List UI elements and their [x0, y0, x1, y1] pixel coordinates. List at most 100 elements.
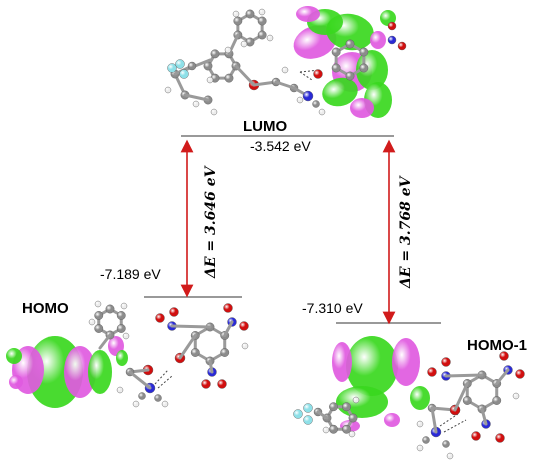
carbon-atom [329, 402, 338, 412]
hydrogen-atom [161, 400, 169, 408]
fluorine-atom [293, 409, 303, 419]
lumo-molecule [164, 6, 407, 118]
homo1-energy: -7.310 eV [302, 300, 363, 316]
bond [178, 334, 197, 360]
orbital-lobe-magenta [350, 98, 374, 118]
carbon-atom [187, 61, 197, 71]
bond [444, 373, 484, 378]
bond [274, 80, 296, 90]
bond [98, 333, 112, 350]
fluorine-atom [179, 69, 189, 79]
oxygen-atom [471, 431, 481, 441]
hydrogen-atom [132, 400, 140, 408]
bond [170, 324, 212, 329]
carbon-atom [359, 47, 369, 57]
hydrogen-atom [352, 396, 360, 404]
orbital-lobe-green [346, 336, 398, 396]
oxygen-atom [155, 313, 165, 323]
hydrogen-atom [296, 96, 304, 104]
carbon-atom [345, 39, 355, 49]
oxygen-atom [169, 307, 179, 317]
bond [223, 320, 234, 337]
bond [316, 410, 329, 420]
carbon-atom [342, 402, 351, 412]
orbital-lobe-magenta [296, 6, 320, 22]
hydrogen-atom [164, 86, 172, 94]
fluorine-atom [303, 403, 313, 413]
hydrogen-atom [281, 66, 289, 74]
orbital-lobe-magenta [64, 346, 96, 398]
carbon-atom [210, 49, 220, 59]
fluorine-atom [175, 59, 185, 69]
nitrogen-atom [302, 90, 314, 102]
hydrogen-atom [232, 10, 240, 18]
carbon-atom [116, 324, 126, 333]
oxygen-atom [495, 433, 505, 443]
homo-energy: -7.189 eV [100, 266, 161, 282]
nitrogen-atom [387, 35, 397, 45]
hydrogen-atom [206, 76, 214, 84]
h-bond [299, 71, 313, 81]
oxygen-atom [397, 41, 407, 51]
lumo-energy: -3.542 eV [250, 138, 311, 154]
hydrogen-atom [122, 332, 130, 340]
oxygen-atom [499, 351, 509, 361]
bond [183, 93, 210, 102]
carbon-atom [462, 396, 472, 405]
bond [430, 406, 438, 434]
bond [453, 382, 469, 412]
orbital-lobe-magenta [370, 31, 386, 49]
hydrogen-atom [240, 40, 248, 48]
oxygen-atom [387, 21, 397, 31]
homo-molecule [6, 300, 249, 408]
carbon-atom [190, 348, 200, 357]
hydrogen-atom [116, 386, 124, 394]
hydrogen-atom [348, 430, 356, 438]
homo1-molecule [293, 336, 525, 460]
carbon-atom [138, 392, 146, 400]
hydrogen-atom [210, 108, 218, 116]
orbital-lobe-magenta [384, 413, 400, 427]
bond [128, 370, 152, 390]
orbital-lobe-magenta [332, 342, 352, 382]
hydrogen-atom [241, 342, 249, 350]
carbon-atom [154, 394, 162, 402]
hydrogen-atom [192, 100, 200, 108]
carbon-atom [359, 63, 369, 73]
orbital-lobe-green [6, 348, 22, 364]
oxygen-atom [427, 367, 437, 377]
fluorine-atom [303, 415, 313, 425]
orbital-lobe-green [116, 350, 128, 366]
oxygen-atom [223, 303, 233, 313]
oxygen-atom [441, 357, 451, 367]
h-bond [154, 369, 169, 385]
hydrogen-atom [416, 444, 424, 452]
carbon-atom [257, 30, 267, 40]
orbital-lobe-green [410, 386, 430, 410]
gap-left-label: ΔE = 3.646 eV [203, 166, 219, 279]
carbon-atom [94, 324, 104, 333]
oxygen-atom [201, 379, 211, 389]
h-bond [439, 413, 459, 427]
carbon-atom [245, 9, 255, 19]
hydrogen-atom [446, 452, 454, 460]
carbon-atom [492, 396, 502, 405]
bond [234, 64, 256, 87]
carbon-atom [257, 16, 267, 26]
oxygen-atom [313, 69, 323, 79]
carbon-atom [220, 348, 230, 357]
carbon-atom [442, 440, 450, 448]
bond [480, 407, 488, 426]
bond [208, 359, 214, 374]
bond [495, 368, 510, 385]
hydrogen-atom [512, 392, 520, 400]
hydrogen-atom [258, 8, 266, 16]
carbon-atom [233, 16, 243, 26]
orbital-lobe-green [88, 350, 112, 394]
carbon-atom [348, 413, 358, 423]
fluorine-atom [167, 63, 177, 73]
oxygen-atom [217, 379, 227, 389]
orbital-lobe-green [322, 77, 358, 107]
